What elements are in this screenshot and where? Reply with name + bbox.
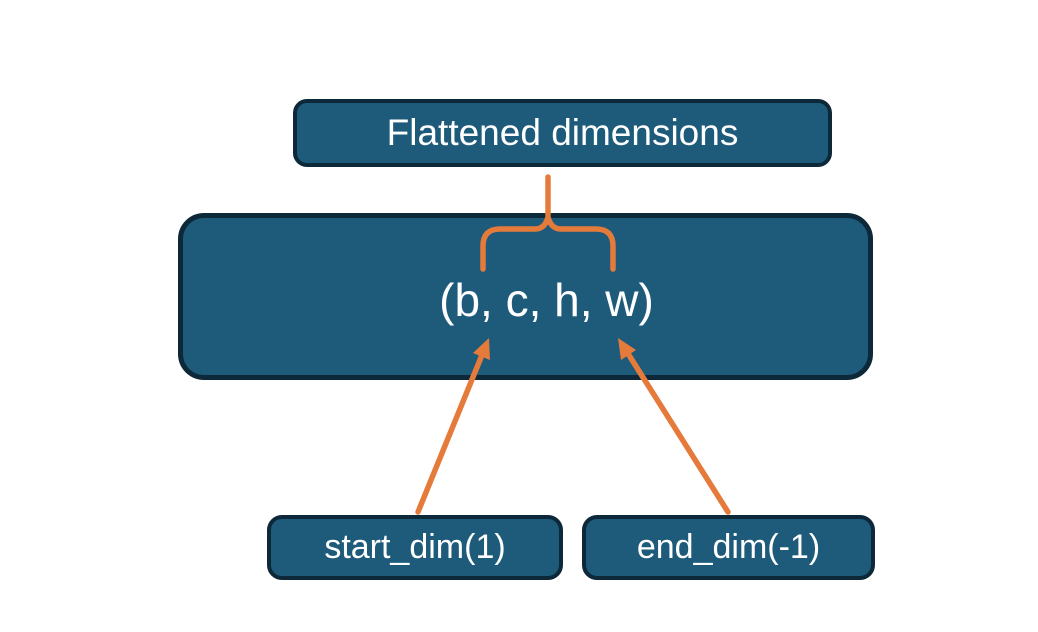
end-dim-label: end_dim(-1)	[636, 528, 821, 566]
tensor-shape-label: (b, c, h, w)	[439, 273, 654, 326]
start-dim-box: start_dim(1)	[267, 515, 563, 580]
end-dim-box: end_dim(-1)	[582, 515, 875, 580]
flattened-dimensions-label: Flattened dimensions	[386, 112, 739, 153]
flattened-dimensions-box: Flattened dimensions	[293, 99, 832, 167]
tensor-shape-box: (b, c, h, w)	[178, 213, 873, 380]
start-dim-label: start_dim(1)	[324, 528, 506, 566]
